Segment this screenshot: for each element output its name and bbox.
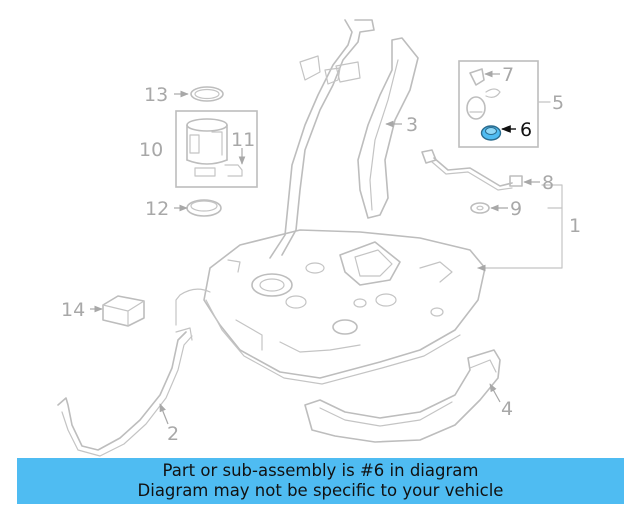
callout-3: 3	[406, 114, 418, 136]
arrow-2	[159, 403, 169, 425]
callout-11: 11	[231, 129, 255, 151]
part-13-gasket	[190, 86, 224, 102]
info-banner: Part or sub-assembly is #6 in diagram Di…	[17, 458, 624, 504]
part-7-vent-valve	[466, 68, 501, 120]
filler-pipe	[269, 19, 375, 259]
callout-6[interactable]: 6	[520, 119, 532, 141]
arrow-4	[489, 383, 501, 403]
part-11-sensor	[224, 164, 243, 177]
callout-10: 10	[139, 139, 163, 161]
callout-5: 5	[552, 92, 564, 114]
part-2-strap	[57, 327, 193, 457]
part-3-cover	[357, 37, 419, 219]
callout-14: 14	[61, 299, 85, 321]
part-8-sensor	[421, 149, 523, 191]
banner-line-disclaimer: Diagram may not be specific to your vehi…	[137, 481, 504, 500]
part-10-fuel-pump	[186, 118, 228, 177]
callout-4: 4	[501, 398, 513, 420]
part-4-heat-shield	[304, 349, 501, 443]
callout-8: 8	[542, 172, 554, 194]
part-12-seal	[186, 199, 222, 217]
callout-9: 9	[510, 198, 522, 220]
callout-1: 1	[569, 215, 581, 237]
part-14-module	[102, 295, 145, 327]
callout-7: 7	[502, 64, 514, 86]
part-5-group-box	[458, 60, 539, 148]
bracket-1	[477, 184, 563, 272]
banner-line-part: Part or sub-assembly is #6 in diagram	[162, 461, 479, 480]
part-9-washer	[470, 202, 490, 214]
callout-13: 13	[144, 84, 168, 106]
callout-2: 2	[167, 423, 179, 445]
part-6-grommet	[480, 125, 502, 141]
part-1-fuel-tank	[175, 229, 486, 385]
callout-12: 12	[145, 198, 169, 220]
part-10-group-box	[175, 110, 258, 188]
